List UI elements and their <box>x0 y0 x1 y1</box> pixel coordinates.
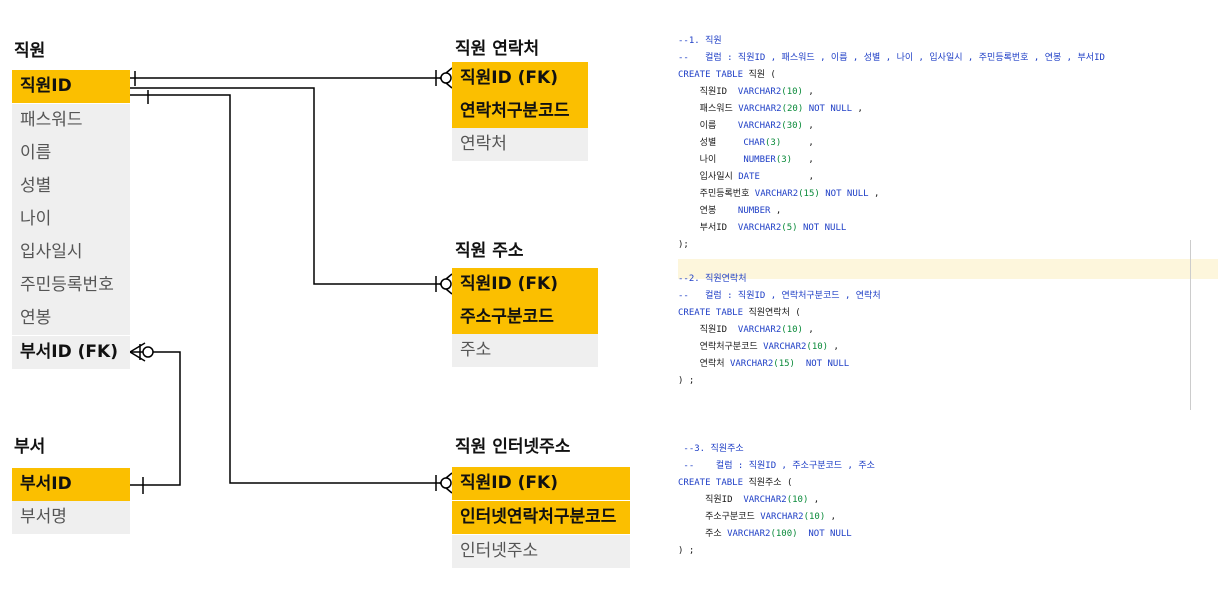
code-line: 나이 NUMBER(3) , <box>678 155 814 165</box>
address-row: 주소 <box>452 334 598 367</box>
department-pk-row: 부서ID <box>12 468 130 501</box>
employee-row: 성별 <box>12 170 130 203</box>
code-line: 연락처 VARCHAR2(15) NOT NULL <box>678 359 850 369</box>
code-line: 직원ID VARCHAR2(10) , <box>678 87 814 97</box>
code-line: 연락처구분코드 VARCHAR2(10) , <box>678 342 839 352</box>
department-table-title: 부서 <box>14 437 46 457</box>
code-line: 이름 VARCHAR2(30) , <box>678 121 814 131</box>
internet-fk-row: 직원ID (FK) <box>452 467 630 500</box>
contact-pk-row: 연락처구분코드 <box>452 95 588 128</box>
code-line: 주소 VARCHAR2(100) NOT NULL <box>678 529 852 539</box>
code-line: 주민등록번호 VARCHAR2(15) NOT NULL , <box>678 189 880 199</box>
internet-pk-row: 인터넷연락처구분코드 <box>452 501 630 534</box>
employee-pk-row: 직원ID <box>12 70 130 103</box>
code-line: 성별 CHAR(3) , <box>678 138 814 148</box>
code-divider <box>1190 240 1191 410</box>
employee-row: 패스워드 <box>12 104 130 137</box>
code-line: --2. 직원연락처 <box>678 274 747 284</box>
employee-row: 주민등록번호 <box>12 269 130 302</box>
code-line: --3. 직원주소 <box>678 444 744 454</box>
contact-row: 연락처 <box>452 128 588 161</box>
highlighted-line <box>678 259 1218 279</box>
employee-fk-row: 부서ID (FK) <box>12 336 130 369</box>
employee-table-title: 직원 <box>14 41 46 61</box>
code-line: -- 컬럼 : 직원ID , 주소구분코드 , 주소 <box>678 461 875 471</box>
employee-row: 연봉 <box>12 302 130 335</box>
department-row: 부서명 <box>12 501 130 534</box>
code-line: CREATE TABLE 직원 ( <box>678 70 776 80</box>
code-line: 직원ID VARCHAR2(10) , <box>678 495 820 505</box>
code-line: 연봉 NUMBER , <box>678 206 782 216</box>
code-line: ); <box>678 240 689 250</box>
contact-fk-row: 직원ID (FK) <box>452 62 588 95</box>
employee-row: 나이 <box>12 203 130 236</box>
code-line: ) ; <box>678 376 695 386</box>
department-employee-line <box>130 351 181 486</box>
address-table-title: 직원 주소 <box>455 241 524 261</box>
code-line: ) ; <box>678 546 695 556</box>
code-line: CREATE TABLE 직원주소 ( <box>678 478 793 488</box>
employee-address-line <box>130 87 440 285</box>
code-line: 입사일시 DATE , <box>678 172 815 182</box>
code-line: -- 컬럼 : 직원ID , 패스워드 , 이름 , 성별 , 나이 , 입사일… <box>678 53 1105 63</box>
employee-row: 입사일시 <box>12 236 130 269</box>
code-line: 부서ID VARCHAR2(5) NOT NULL <box>678 223 847 233</box>
address-pk-row: 주소구분코드 <box>452 301 598 334</box>
code-line: 패스워드 VARCHAR2(20) NOT NULL , <box>678 104 863 114</box>
address-fk-row: 직원ID (FK) <box>452 268 598 301</box>
internet-table-title: 직원 인터넷주소 <box>455 437 571 457</box>
employee-row: 이름 <box>12 137 130 170</box>
code-line: CREATE TABLE 직원연락처 ( <box>678 308 801 318</box>
sql-code-panel: --1. 직원 -- 컬럼 : 직원ID , 패스워드 , 이름 , 성별 , 나… <box>678 34 1218 594</box>
code-line: 주소구분코드 VARCHAR2(10) , <box>678 512 837 522</box>
contact-table-title: 직원 연락처 <box>455 39 540 59</box>
code-line: 직원ID VARCHAR2(10) , <box>678 325 814 335</box>
code-line: -- 컬럼 : 직원ID , 연락처구분코드 , 연락처 <box>678 291 881 301</box>
code-line: --1. 직원 <box>678 36 722 46</box>
employee-internet-line <box>130 94 440 484</box>
internet-row: 인터넷주소 <box>452 535 630 568</box>
